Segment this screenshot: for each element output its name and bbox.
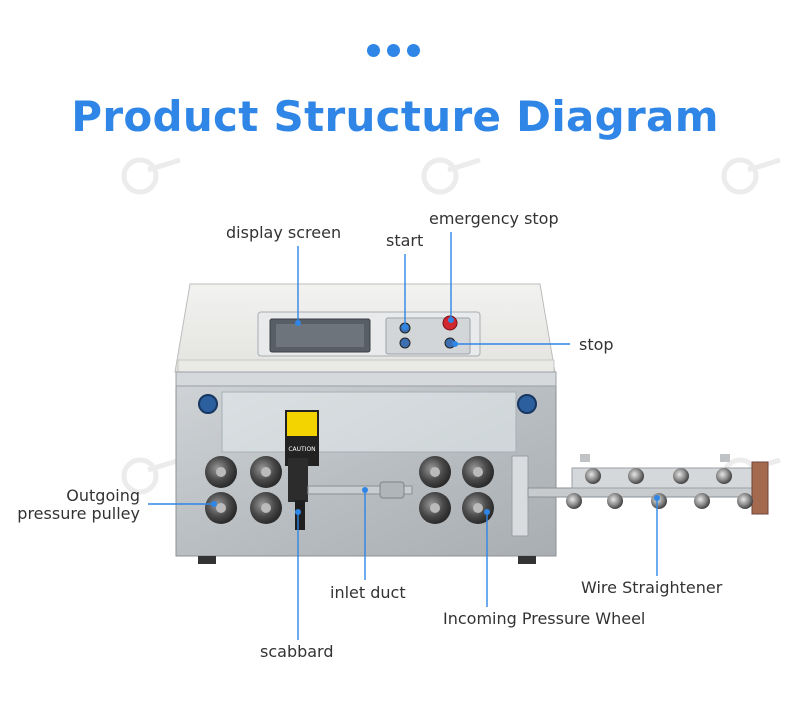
corner-screw <box>517 394 537 414</box>
label-wire-straightener: Wire Straightener <box>581 578 723 597</box>
start-button-2 <box>399 337 411 349</box>
inlet-duct <box>307 485 413 495</box>
page-title: Product Structure Diagram <box>71 92 719 141</box>
label-outgoing-pressure-pulley: Outgoing pressure pulley <box>10 487 140 523</box>
label-inlet-duct: inlet duct <box>330 583 406 602</box>
decorative-dots <box>367 44 420 57</box>
label-display-screen: display screen <box>226 223 342 242</box>
watermark-logo <box>721 157 781 195</box>
label-stop: stop <box>579 335 614 354</box>
caution-yellow <box>287 412 317 436</box>
label-incoming-pressure-wheel: Incoming Pressure Wheel <box>443 609 646 628</box>
watermark-logo <box>121 157 181 195</box>
incoming-pressure-wheel <box>419 456 494 524</box>
dot <box>367 44 380 57</box>
blade-block <box>288 458 308 502</box>
outgoing-pressure-pulley <box>205 456 282 524</box>
dot <box>387 44 400 57</box>
label-line: pressure pulley <box>17 504 140 523</box>
foot <box>518 556 536 564</box>
inlet-duct-collar <box>379 481 405 499</box>
watermark-logo <box>421 157 481 195</box>
scabbard <box>295 500 305 530</box>
front-plate-top <box>175 371 557 387</box>
caution-text: CAUTION <box>288 446 315 453</box>
side-guide <box>511 455 529 537</box>
display-glass <box>276 324 364 347</box>
label-line: Outgoing <box>66 486 140 505</box>
corner-screw <box>198 394 218 414</box>
foot <box>198 556 216 564</box>
label-scabbard: scabbard <box>260 642 334 661</box>
safety-guard <box>221 391 517 453</box>
label-start: start <box>386 231 424 250</box>
label-emergency-stop: emergency stop <box>429 209 559 228</box>
leader-dots <box>211 317 660 515</box>
leader-lines <box>148 232 658 640</box>
dot <box>407 44 420 57</box>
wire-straightener <box>527 454 769 515</box>
